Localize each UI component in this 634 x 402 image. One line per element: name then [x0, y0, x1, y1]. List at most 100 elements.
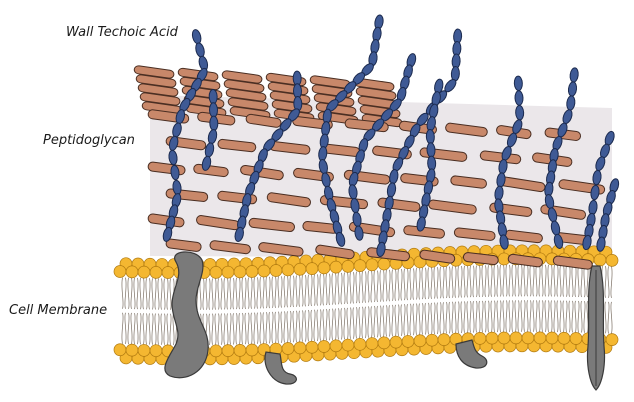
lipid-tail: [275, 277, 276, 308]
lipid-tail: [305, 310, 306, 341]
lipid-head: [342, 260, 354, 272]
lipid-tail: [539, 300, 540, 332]
lipid-tail: [362, 271, 363, 302]
lipid-tail: [266, 312, 267, 343]
teichoic-acid-bead: [451, 66, 460, 81]
lipid-head: [270, 265, 282, 277]
lipid-tail: [167, 314, 168, 345]
lipid-tail: [503, 265, 504, 297]
lipid-tail: [560, 301, 561, 333]
lipid-tail: [263, 312, 264, 343]
lipid-tail: [200, 279, 201, 310]
lipid-tail: [269, 277, 270, 308]
lipid-tail: [404, 269, 405, 300]
lipid-tail: [545, 300, 546, 332]
lipid-tail: [587, 266, 588, 298]
lipid-head: [162, 267, 174, 279]
lipid-head: [522, 332, 534, 344]
lipid-tail: [296, 311, 297, 342]
lipid-tail: [470, 301, 471, 332]
lipid-tail: [230, 313, 231, 344]
lipid-head: [246, 265, 258, 277]
lipid-tail: [149, 313, 150, 344]
lipid-tail: [401, 269, 402, 300]
lipid-tail: [140, 313, 141, 344]
lipid-tail: [446, 267, 447, 298]
lipid-tail: [434, 267, 435, 298]
lipid-tail: [311, 275, 312, 306]
lipid-tail: [221, 278, 222, 309]
lipid-tail: [281, 312, 282, 343]
lipid-tail: [509, 300, 510, 332]
teichoic-acid-bead: [191, 29, 202, 45]
lipid-tail: [224, 313, 225, 344]
lipid-tail: [257, 313, 258, 344]
lipid-tail: [479, 301, 480, 332]
lipid-tail: [479, 266, 480, 297]
lipid-tail: [155, 278, 156, 309]
lipid-head: [114, 344, 126, 356]
lipid-head: [570, 332, 582, 344]
lipid-tail: [524, 300, 525, 332]
lipid-tail: [488, 301, 489, 332]
lipid-tail: [512, 300, 513, 332]
lipid-tail: [359, 307, 360, 338]
lipid-head: [222, 266, 234, 278]
lipid-tail: [383, 306, 384, 337]
lipid-tail: [365, 307, 366, 338]
lipid-tail: [350, 272, 351, 303]
lipid-tail: [353, 307, 354, 338]
teichoic-acid-bead: [569, 67, 579, 82]
lipid-tail: [413, 304, 414, 335]
lipid-head: [354, 260, 366, 272]
lipid-tail: [218, 278, 219, 309]
lipid-tail: [311, 310, 312, 341]
lipid-tail: [158, 278, 159, 309]
lipid-tail: [260, 312, 261, 343]
lipid-tail: [491, 301, 492, 332]
lipid-tail: [212, 314, 213, 345]
lipid-head: [246, 344, 258, 356]
lipid-tail: [251, 313, 252, 344]
lipid-head: [510, 332, 522, 344]
lipid-tail: [569, 265, 570, 297]
lipid-tail: [581, 265, 582, 297]
lipid-tail: [566, 265, 567, 297]
lipid-tail: [239, 313, 240, 344]
lipid-tail: [230, 278, 231, 309]
lipid-tail: [368, 271, 369, 302]
lipid-head: [150, 345, 162, 357]
lipid-head: [474, 332, 486, 344]
lipid-tail: [374, 271, 375, 302]
lipid-tail: [272, 312, 273, 343]
lipid-tail: [359, 272, 360, 303]
lipid-tail: [401, 304, 402, 335]
peptidoglycan-label: Peptidoglycan: [43, 133, 135, 148]
lipid-tail: [320, 309, 321, 340]
lipid-tail: [326, 309, 327, 340]
lipid-tail: [158, 314, 159, 345]
lipid-tail: [566, 301, 567, 333]
lipid-tail: [269, 312, 270, 343]
lipid-tail: [149, 278, 150, 309]
lipid-tail: [515, 265, 516, 297]
lipid-head: [126, 266, 138, 278]
lipid-tail: [338, 308, 339, 339]
lipid-tail: [302, 310, 303, 341]
lipid-tail: [605, 302, 606, 334]
lipid-tail: [485, 265, 486, 296]
lipid-tail: [497, 301, 498, 332]
lipid-tail: [272, 277, 273, 308]
lipid-tail: [317, 274, 318, 305]
lipid-tail: [443, 302, 444, 333]
lipid-head: [294, 263, 306, 275]
lipid-tail: [497, 265, 498, 296]
lipid-tail: [503, 300, 504, 332]
teichoic-acid-bead: [515, 105, 524, 120]
lipid-head: [234, 344, 246, 356]
lipid-tail: [458, 266, 459, 297]
teichoic-acid-bead: [515, 91, 524, 106]
lipid-tail: [548, 300, 549, 332]
lipid-tail: [338, 273, 339, 304]
lipid-tail: [305, 275, 306, 306]
